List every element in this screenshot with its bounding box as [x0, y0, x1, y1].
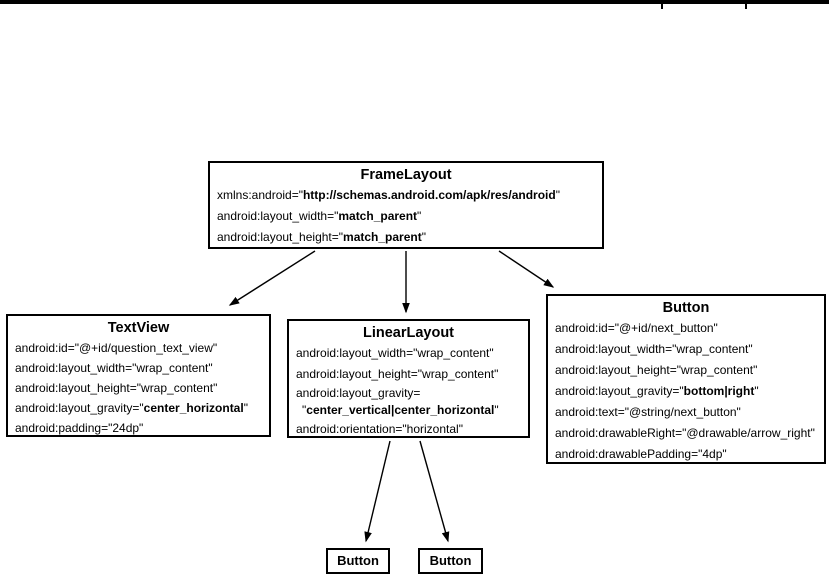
xml-attribute-line: android:layout_height="wrap_content": [555, 363, 758, 377]
xml-attribute-line: android:orientation="horizontal": [296, 422, 463, 436]
node-framelayout: FrameLayout xmlns:android="http://schema…: [208, 161, 604, 249]
xml-attribute-line: "center_vertical|center_horizontal": [302, 403, 499, 417]
xml-attribute-line: android:text="@string/next_button": [555, 405, 741, 419]
node-linearlayout: LinearLayout android:layout_width="wrap_…: [287, 319, 530, 438]
node-title: Button: [429, 553, 472, 568]
node-title: TextView: [107, 320, 170, 336]
arrow-linearlayout-to-button-1: [364, 440, 391, 543]
xml-attribute-line: android:layout_height="match_parent": [217, 230, 426, 244]
xml-attribute-line: android:padding="24dp": [15, 421, 144, 435]
xml-attribute-line: android:layout_gravity="bottom|right": [555, 384, 759, 398]
xml-attribute-line: xmlns:android="http://schemas.android.co…: [217, 188, 560, 202]
xml-attribute-line: android:layout_width="wrap_content": [296, 346, 494, 360]
xml-attribute-line: android:drawableRight="@drawable/arrow_r…: [555, 426, 815, 440]
arrow-linearlayout-to-button-2: [419, 440, 450, 543]
xml-attribute-line: android:layout_gravity=: [296, 386, 421, 400]
xml-attribute-line: android:layout_width="wrap_content": [15, 361, 213, 375]
xml-attribute-line: android:layout_height="wrap_content": [296, 367, 499, 381]
node-attributes: android:layout_width="wrap_content"andro…: [289, 343, 528, 440]
node-title: FrameLayout: [360, 167, 452, 183]
node-title: Button: [337, 553, 379, 568]
xml-attribute-line: android:layout_gravity="center_horizonta…: [15, 401, 248, 415]
cropped-table-border-tick: [745, 0, 747, 9]
node-attributes: android:id="@+id/next_button" android:lay…: [548, 318, 824, 465]
arrow-framelayout-to-button: [498, 250, 555, 288]
xml-attribute-line: android:drawablePadding="4dp": [555, 447, 727, 461]
xml-attribute-line: android:id="@+id/next_button": [555, 321, 718, 335]
node-title: LinearLayout: [362, 325, 455, 341]
cropped-table-border: [0, 0, 829, 4]
node-textview: TextView android:id="@+id/question_text_…: [6, 314, 271, 437]
node-attributes: android:id="@+id/question_text_view"andr…: [8, 338, 269, 438]
xml-attribute-line: android:layout_height="wrap_content": [15, 381, 218, 395]
cropped-table-border-tick: [661, 0, 663, 9]
node-attributes: xmlns:android="http://schemas.android.co…: [210, 185, 602, 248]
node-title: Button: [662, 300, 710, 316]
xml-attribute-line: android:id="@+id/question_text_view": [15, 341, 218, 355]
node-button: Button android:id="@+id/next_button"andr…: [546, 294, 826, 464]
xml-attribute-line: android:layout_width="wrap_content": [555, 342, 753, 356]
node-button-child-1: Button: [326, 548, 390, 574]
xml-attribute-line: android:layout_width="match_parent": [217, 209, 422, 223]
arrow-framelayout-to-textview: [228, 250, 316, 306]
node-button-child-2: Button: [418, 548, 483, 574]
